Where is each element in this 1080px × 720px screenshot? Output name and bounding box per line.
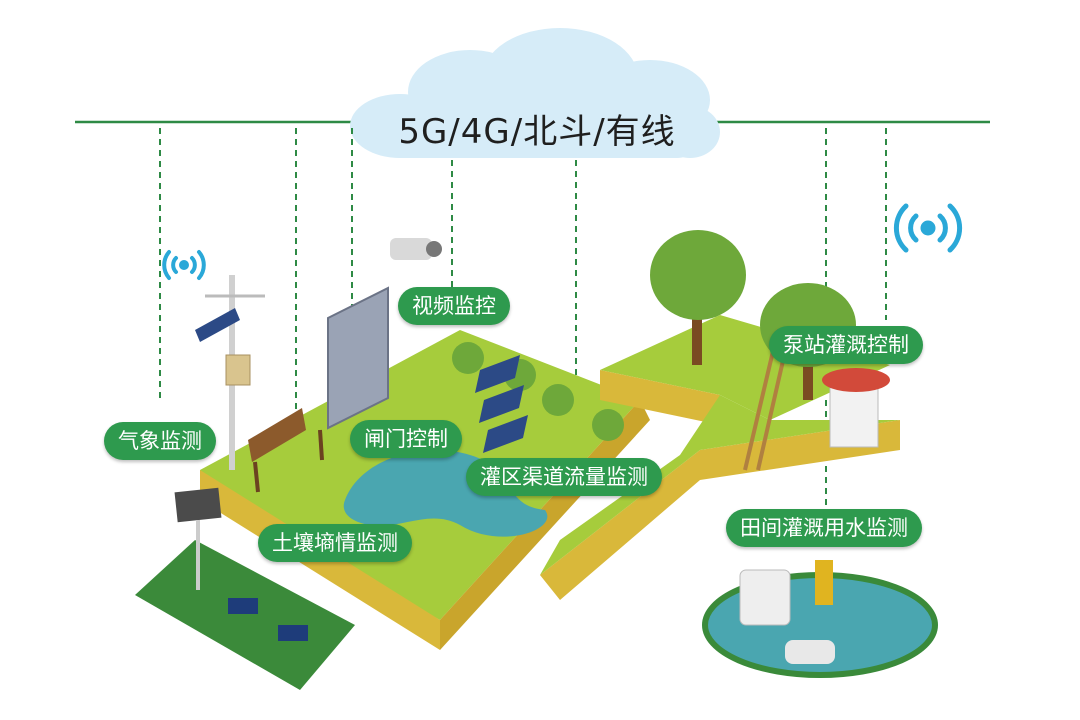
solar-panel-icon bbox=[475, 355, 528, 453]
field-water-label: 田间灌溉用水监测 bbox=[726, 509, 922, 547]
tree-icon bbox=[452, 230, 856, 441]
field-water-pond bbox=[702, 560, 938, 678]
cloud-icon bbox=[350, 28, 720, 158]
network-label: 5G/4G/北斗/有线 bbox=[398, 112, 676, 152]
weather-station-icon bbox=[195, 275, 265, 470]
bench-icon bbox=[248, 408, 324, 493]
weather-monitoring-label: 气象监测 bbox=[104, 422, 216, 460]
wifi-icon bbox=[162, 250, 206, 280]
pump-control-label: 泵站灌溉控制 bbox=[769, 326, 923, 364]
channel-flow-label: 灌区渠道流量监测 bbox=[466, 458, 662, 496]
gate-icon bbox=[327, 286, 389, 430]
soil-moisture-label: 土壤墒情监测 bbox=[258, 524, 412, 562]
gate-control-label: 闸门控制 bbox=[350, 420, 462, 458]
soil-field bbox=[135, 487, 355, 690]
camera-icon bbox=[390, 238, 442, 260]
wifi-icon bbox=[893, 203, 963, 253]
video-monitoring-label: 视频监控 bbox=[398, 287, 510, 325]
